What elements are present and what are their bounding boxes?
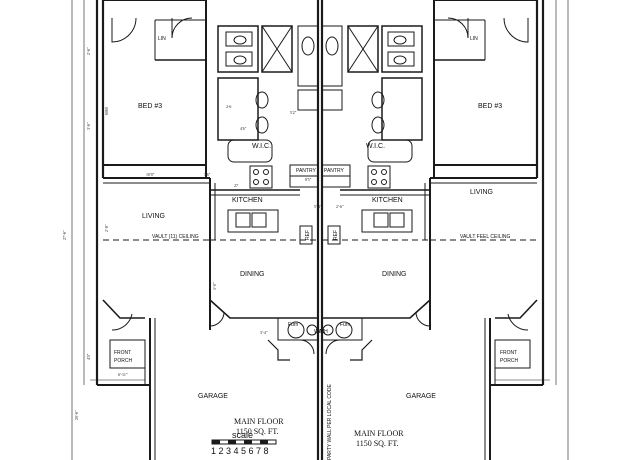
left-dim-7-6: 7'6"	[204, 172, 211, 177]
scale-numbers: 1 2 3 4 5 6 7 8	[211, 446, 269, 456]
left-dim-4-0: 4'0"	[86, 353, 91, 360]
left-porch-label: PORCH	[114, 358, 132, 364]
right-main-floor-label: MAIN FLOOR	[354, 429, 404, 438]
left-unit	[71, 0, 319, 460]
left-ref-label: REF	[305, 230, 311, 240]
right-ref-box	[327, 225, 341, 245]
left-living-label: LIVING	[142, 213, 165, 220]
left-dim-3-6: 3'-6"	[86, 122, 91, 130]
right-unit	[321, 0, 569, 460]
left-garage-label: GARAGE	[198, 393, 228, 400]
right-front-label: FRONT	[500, 350, 517, 356]
right-bed3-label: BED #3	[478, 103, 502, 110]
party-wall-label: PARTY WALL PER LOCAL CODE	[327, 383, 333, 460]
left-dim-20-6: 20'-6"	[74, 410, 79, 420]
left-dim-5-2: 5'2"	[290, 110, 297, 115]
left-bed3-label: BED #3	[138, 103, 162, 110]
right-sqft-label: 1150 SQ. FT.	[356, 439, 399, 448]
left-dining-label: DINING	[240, 271, 265, 278]
right-pantry-label: PANTRY	[324, 168, 344, 174]
left-bed3-door-swing	[111, 17, 137, 43]
left-dim-5-0: 5'-0"	[212, 282, 217, 290]
left-dim-10-0: 10'0"	[146, 172, 155, 177]
right-wh-label: W/H	[318, 329, 328, 335]
left-dim-6-11: 6'-11"	[118, 372, 128, 377]
scale-bar: scale 1 2 3 4 5 6 7 8	[211, 430, 277, 456]
left-sqft-label: 1150 SQ. FT.	[236, 427, 279, 436]
left-dim-27-6: 27'-6"	[62, 230, 67, 240]
center-dim-2-6: 2'-6"	[336, 204, 344, 209]
right-furn-label: Furn	[340, 322, 351, 328]
right-garage-label: GARAGE	[406, 393, 436, 400]
left-front-label: FRONT	[114, 350, 131, 356]
left-dim-2-6: 2'-6"	[86, 47, 91, 55]
left-kitchen-label: KITCHEN	[232, 197, 263, 204]
left-vault-label: VAULT (11) CEILING	[152, 234, 199, 240]
left-dim-4-6: 4'6"	[240, 126, 247, 131]
left-dim-2-6s: 2-6	[226, 104, 231, 109]
right-dining-label: DINING	[382, 271, 407, 278]
right-ref-label: REF	[333, 230, 339, 240]
left-dim-2-8: 2'-8"	[104, 224, 109, 232]
left-ref-box	[299, 225, 313, 245]
left-lin-label: LIN	[158, 36, 166, 42]
left-dim-3-4: 3'-4"	[260, 330, 268, 335]
left-dim-27: 27	[234, 183, 238, 188]
right-living-label: LIVING	[470, 189, 493, 196]
right-vault-label: VAULT FEEL CEILING	[460, 234, 510, 240]
left-wh-label: W/H	[314, 329, 324, 335]
left-pantry-label: PANTRY	[296, 168, 316, 174]
left-dim-8-5: 8'5"	[305, 177, 312, 182]
scale-title: scale	[232, 430, 253, 440]
exterior-walls	[95, 0, 545, 460]
left-dim-6060: 6060	[104, 107, 109, 115]
left-main-floor-label: MAIN FLOOR	[234, 417, 284, 426]
right-kitchen-label: KITCHEN	[372, 197, 403, 204]
left-furn-label: Furn	[288, 322, 299, 328]
right-porch-label: PORCH	[500, 358, 518, 364]
right-lin-label: LIN	[470, 36, 478, 42]
left-wic-label: W.I.C.	[252, 143, 271, 150]
right-wic-label: W.I.C.	[366, 143, 385, 150]
center-dim-5-4: 5'-4"	[314, 204, 322, 209]
